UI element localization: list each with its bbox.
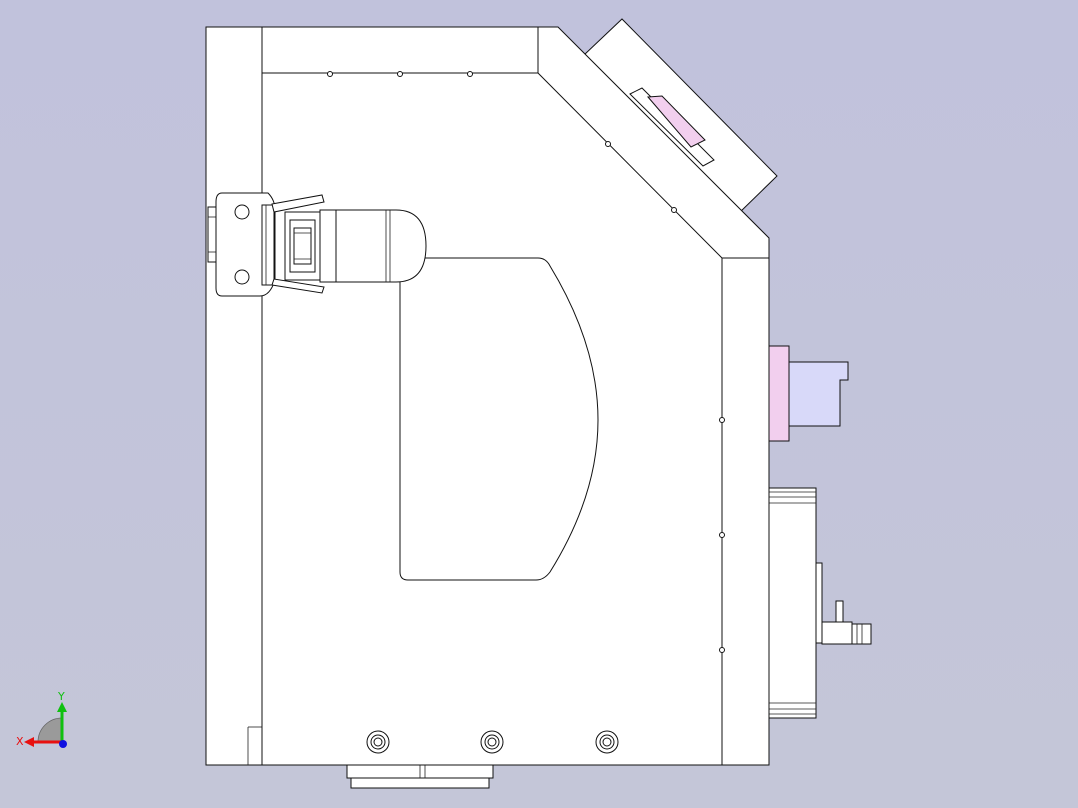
d-shaped-window[interactable] [399,257,599,581]
angled-top-plate[interactable] [583,18,778,215]
x-axis-arrowhead [24,737,34,747]
connector-lip [350,777,490,789]
clamp-upper-link [271,194,325,213]
toggle-clamp[interactable] [207,192,427,297]
clamp-neck [319,209,339,283]
bottom-screws [366,730,619,754]
edge-bolts [327,71,725,653]
axis-triad: Y X [16,690,67,748]
z-axis-dot [59,740,67,748]
clamp-pivot-bottom [234,269,250,285]
clamp-arm-rounded[interactable] [335,209,427,283]
clamp-lower-link [271,278,325,294]
clamp-roller [293,227,312,265]
clamp-pivot-top [234,204,250,220]
x-axis-label: X [16,735,24,748]
y-axis-label: Y [57,690,65,703]
bottom-connector[interactable] [346,763,494,789]
sensor-pink-plate [768,345,790,442]
triad-quadrant [37,717,63,743]
sensor-block[interactable] [768,345,849,442]
motor-key [835,600,844,623]
motor-shaft [851,623,872,645]
clamp-side-bar [261,204,275,286]
sensor-blue-body [788,361,849,427]
y-axis-arrowhead [57,702,67,712]
left-frame-plate[interactable] [205,26,263,766]
motor-shaft-housing [821,621,853,645]
motor-assembly[interactable] [768,487,872,719]
angled-pink-pad [646,95,706,148]
motor-flange [815,562,823,644]
motor-body[interactable] [768,487,817,719]
